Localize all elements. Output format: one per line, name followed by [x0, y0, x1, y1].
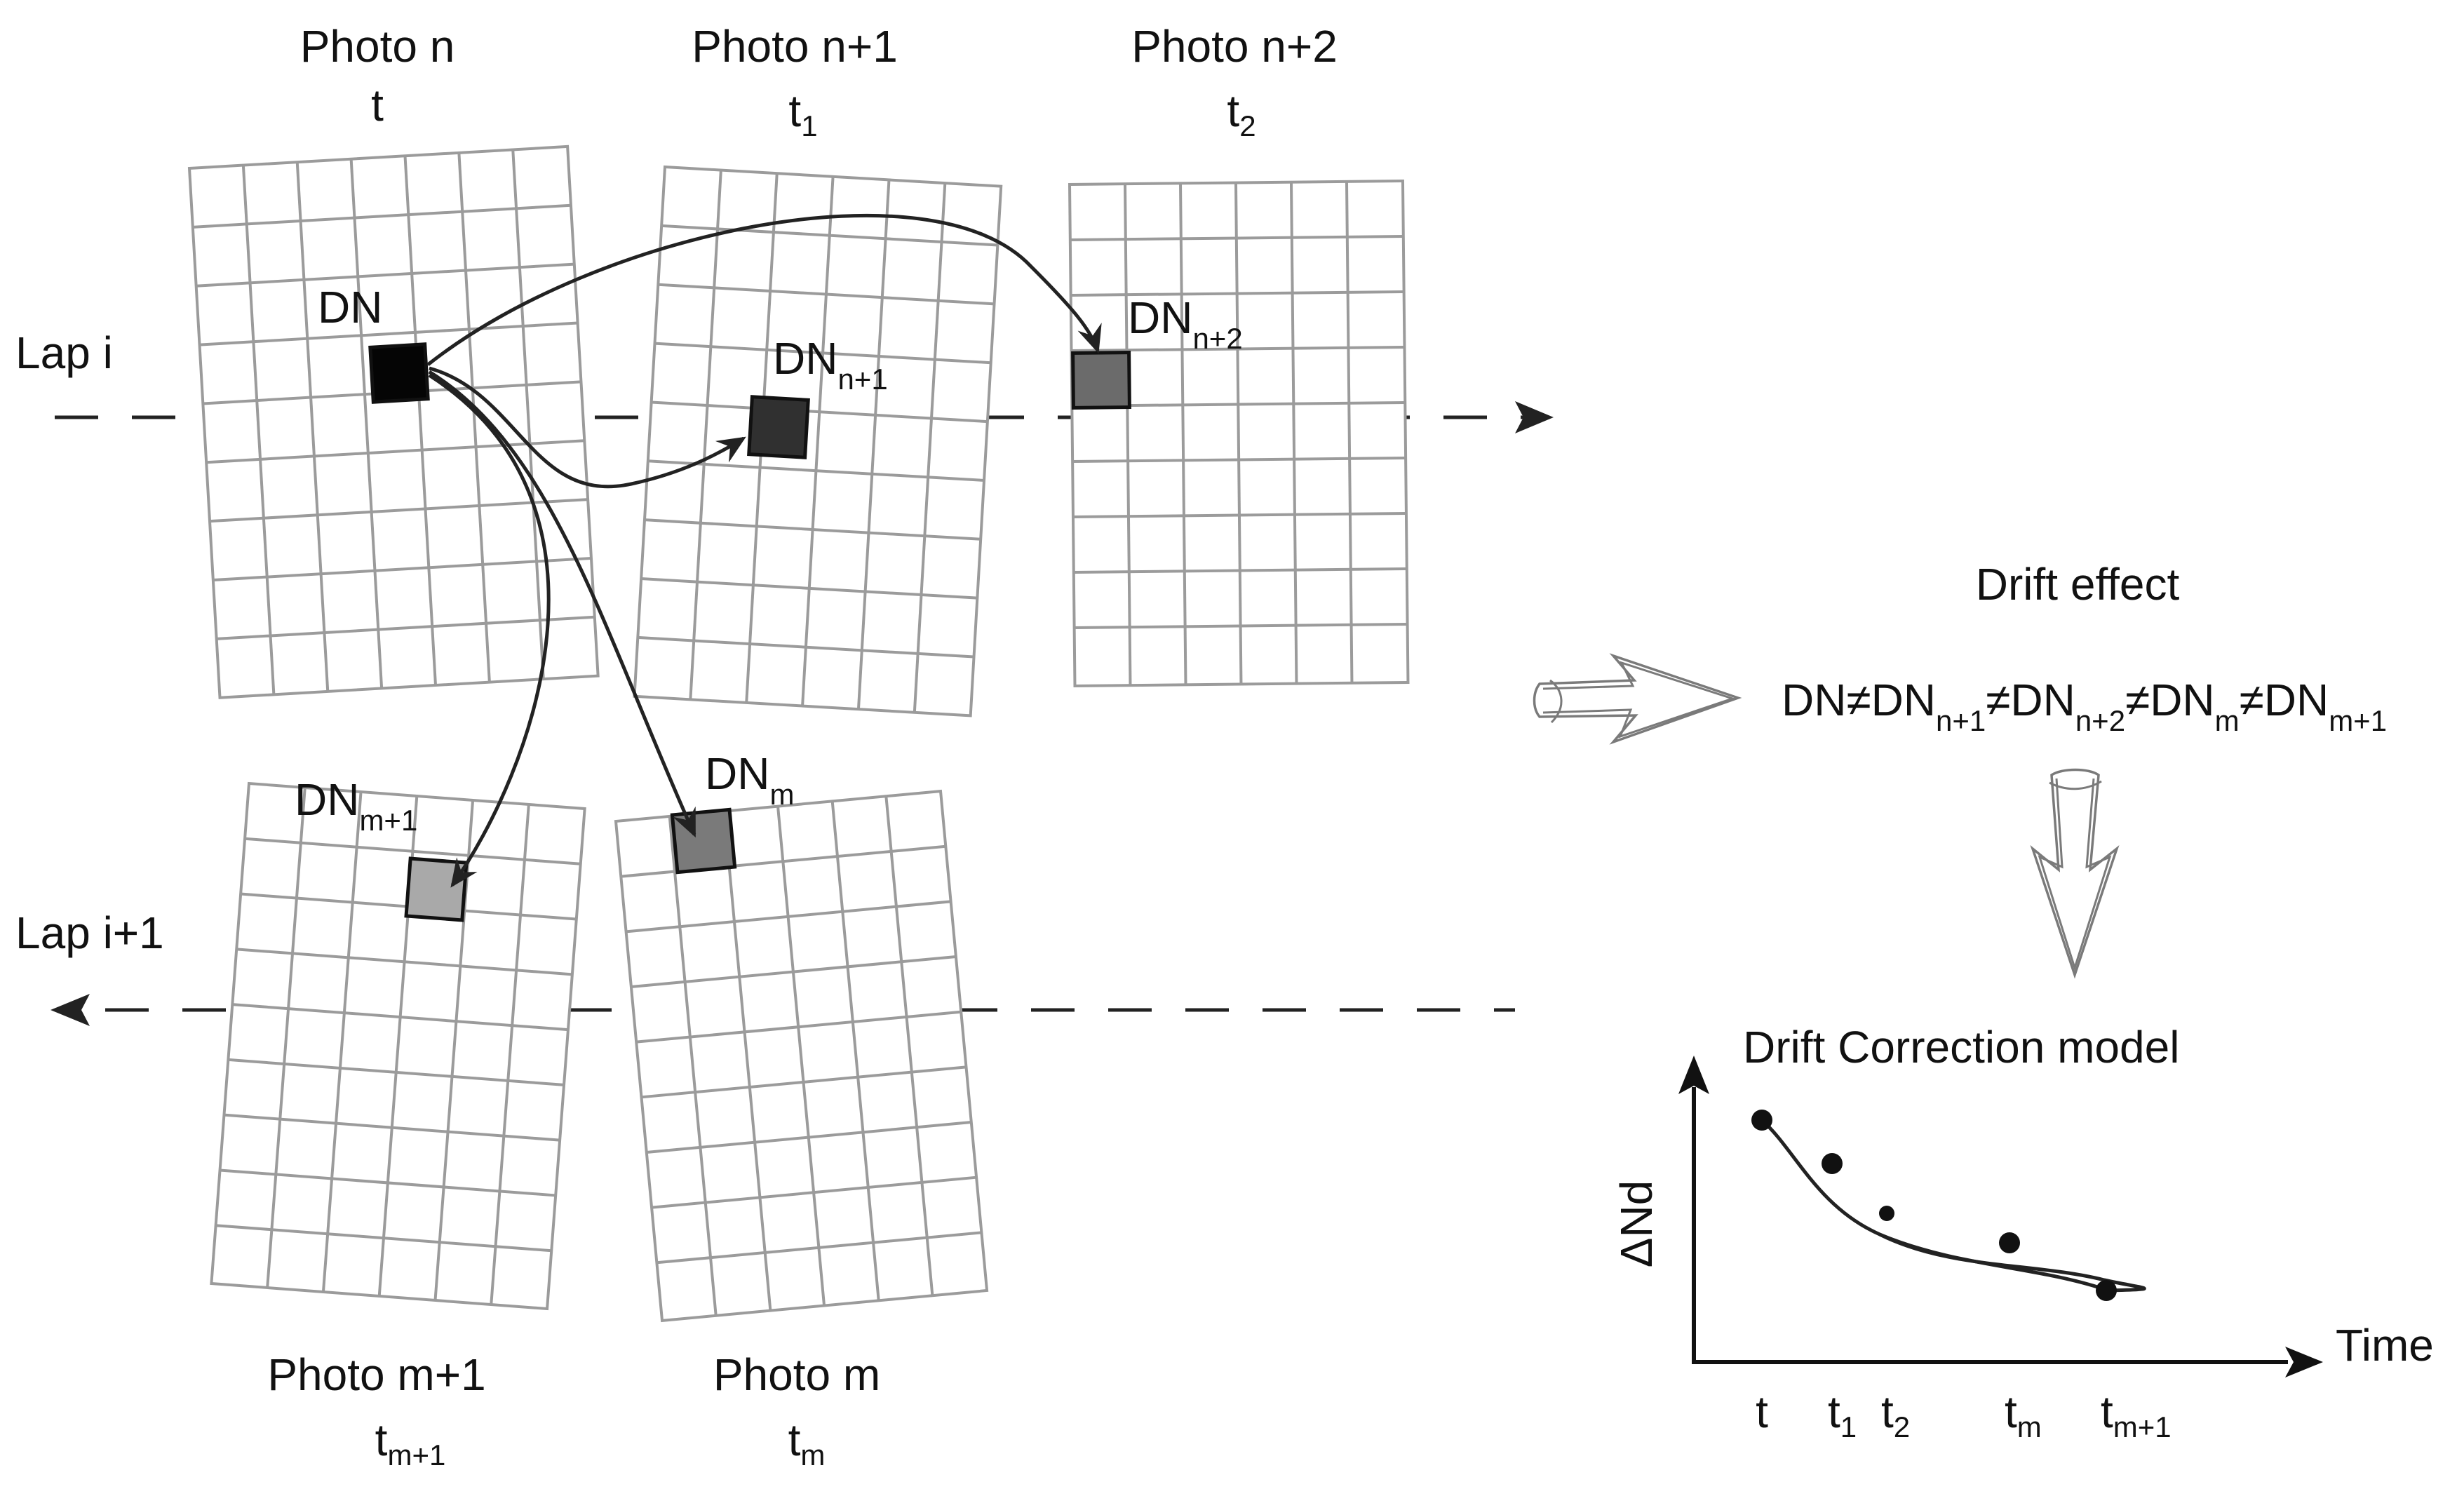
- photo-n-grid: [187, 144, 600, 699]
- photo-n1-time: t1: [788, 86, 817, 142]
- model-title: Drift Correction model: [1743, 1022, 2179, 1072]
- photo-n1-title: Photo n+1: [692, 21, 898, 72]
- pixel-dn-n2-label: DNn+2: [1128, 292, 1243, 355]
- arrow-dn-to-dn-n2: [426, 213, 1102, 366]
- pixel-dn: [368, 342, 430, 404]
- pixel-dn-n1-label: DNn+1: [773, 333, 888, 396]
- photo-m1-grid: [210, 781, 586, 1311]
- arrow-dn-to-dn-m1: [428, 373, 551, 888]
- pixel-dn-label: DN: [318, 282, 382, 332]
- model-point-tm: [1999, 1232, 2020, 1253]
- lap-i-arrowhead: [1515, 401, 1554, 433]
- photo-n2-grid: [1068, 180, 1410, 687]
- model-tick-t2: t2: [1881, 1387, 1910, 1443]
- model-tick-t1: t1: [1828, 1387, 1857, 1443]
- lap-i-label: Lap i: [15, 328, 113, 378]
- model-tick-tm1: tm+1: [2101, 1387, 2172, 1443]
- lap-i1-arrowhead: [51, 994, 90, 1026]
- model-point-t2: [1879, 1206, 1894, 1221]
- lap-i1-label: Lap i+1: [15, 908, 164, 958]
- model-point-t1: [1822, 1153, 1843, 1174]
- photo-m-time: tm: [788, 1415, 826, 1471]
- photo-n2-title: Photo n+2: [1131, 21, 1338, 72]
- pixel-dn-m: [670, 807, 737, 875]
- model-point-t: [1751, 1110, 1772, 1131]
- photo-n1-grid: [633, 165, 1003, 717]
- model-fit-curve-tail: [1879, 1232, 2105, 1291]
- drift-effect-title: Drift effect: [1976, 559, 2180, 609]
- model-y-arrowhead: [1678, 1056, 1709, 1094]
- pixel-dn-n2: [1071, 351, 1131, 410]
- arrow-dn-to-dn-m: [428, 370, 696, 838]
- model-point-tm1: [2096, 1280, 2117, 1301]
- model-tick-tm: tm: [2005, 1387, 2042, 1443]
- photo-m1-title: Photo m+1: [267, 1349, 485, 1400]
- photo-n-time: t: [371, 80, 384, 130]
- down-hollow-arrow-icon: [2030, 768, 2120, 979]
- photo-n2-time: t2: [1227, 86, 1255, 142]
- right-hollow-arrow-icon: [1533, 653, 1742, 745]
- photo-m-title: Photo m: [713, 1349, 880, 1400]
- pixel-dn-m1: [404, 856, 469, 922]
- photo-m1-time: tm+1: [375, 1415, 446, 1471]
- model-ylabel: ΔNd: [1611, 1180, 1662, 1268]
- pixel-dn-n1: [747, 395, 810, 459]
- arrow-dn-to-dn-n1: [429, 366, 746, 489]
- drift-inequality: DN≠DNn+1≠DNn+2≠DNm≠DNm+1: [1782, 675, 2387, 737]
- model-tick-t: t: [1756, 1387, 1768, 1437]
- pixel-dn-m1-label: DNm+1: [295, 774, 417, 837]
- photo-n-title: Photo n: [300, 21, 455, 72]
- photo-m-grid: [614, 789, 989, 1323]
- model-fit-curve: [1761, 1119, 2146, 1293]
- model-x-arrowhead: [2285, 1347, 2323, 1377]
- model-xlabel: Time: [2336, 1320, 2434, 1370]
- pixel-dn-m-label: DNm: [705, 748, 794, 811]
